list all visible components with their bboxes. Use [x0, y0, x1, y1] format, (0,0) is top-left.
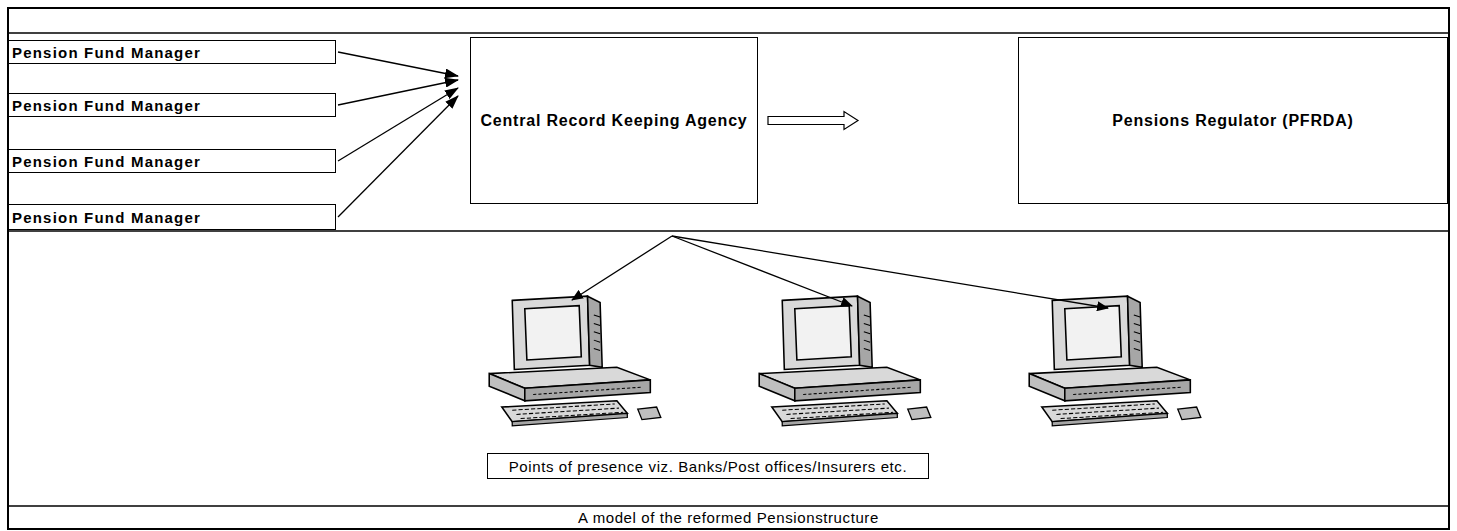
- distribution-arrow: [672, 236, 852, 306]
- contribution-arrow: [338, 96, 458, 217]
- contribution-arrow: [338, 80, 458, 105]
- computer: [1029, 296, 1201, 426]
- regulator-box: Pensions Regulator (PFRDA): [1018, 37, 1448, 204]
- box-label: Pension Fund Manager: [12, 209, 201, 226]
- box-label: Pensions Regulator (PFRDA): [1112, 112, 1353, 130]
- figure-caption: A model of the reformed Pensionstructure: [0, 509, 1457, 526]
- box-label: Pension Fund Manager: [12, 44, 201, 61]
- computer: [759, 296, 931, 426]
- box-label: Central Record Keeping Agency: [480, 112, 747, 130]
- box-label: Pension Fund Manager: [12, 153, 201, 170]
- fund-manager-box: Pension Fund Manager: [8, 204, 336, 230]
- computer: [489, 296, 661, 426]
- contribution-arrow: [338, 88, 458, 161]
- reporting-block-arrow: [768, 112, 858, 130]
- contribution-arrow: [338, 52, 458, 76]
- points-of-presence-box: Points of presence viz. Banks/Post offic…: [487, 453, 929, 479]
- fund-manager-box: Pension Fund Manager: [8, 40, 336, 64]
- box-label: Points of presence viz. Banks/Post offic…: [509, 458, 908, 475]
- fund-manager-box: Pension Fund Manager: [8, 149, 336, 173]
- agency-box: Central Record Keeping Agency: [470, 37, 758, 204]
- distribution-arrow: [672, 236, 1108, 308]
- distribution-arrow: [572, 236, 672, 300]
- box-label: Pension Fund Manager: [12, 97, 201, 114]
- fund-manager-box: Pension Fund Manager: [8, 93, 336, 117]
